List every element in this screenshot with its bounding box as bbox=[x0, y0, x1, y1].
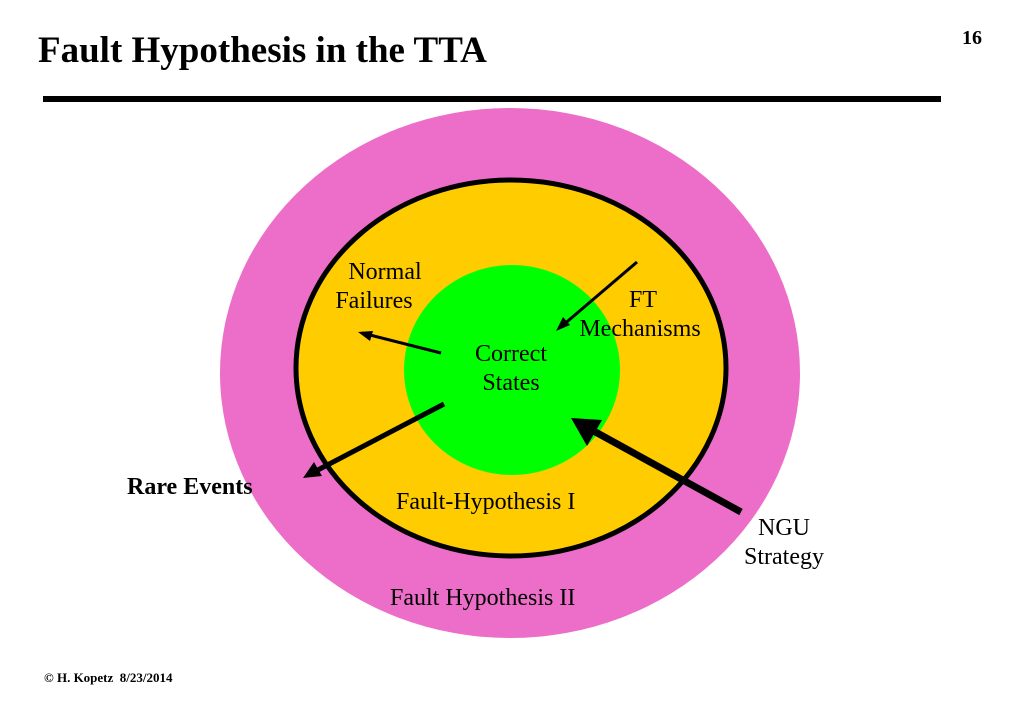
ngu-strategy-arrowhead bbox=[571, 418, 602, 446]
correct-states-line-1: Correct bbox=[475, 341, 547, 367]
page-number: 16 bbox=[962, 27, 982, 49]
normal-failures-line-2: Failures bbox=[335, 288, 413, 315]
ft-mechanisms-arrowhead bbox=[556, 317, 570, 331]
ngu-strategy-arrow bbox=[588, 425, 743, 516]
footer-copyright: © H. Kopetz 8/23/2014 bbox=[44, 670, 173, 685]
fault-hypothesis-1-label: Fault-Hypothesis I bbox=[396, 489, 576, 515]
normal-failures-label: Normal Failures bbox=[318, 258, 430, 317]
normal-failures-arrow bbox=[361, 331, 442, 355]
ft-mechanisms-label: FT Mechanisms bbox=[559, 286, 721, 345]
rare-events-arrowhead bbox=[303, 462, 322, 478]
ft-mechanisms-arrow bbox=[561, 260, 638, 328]
ft-mechanisms-line-2: Mechanisms bbox=[579, 316, 701, 343]
ngu-strategy-line-1: NGU bbox=[758, 515, 810, 541]
ngu-strategy-line-2: Strategy bbox=[744, 544, 824, 571]
slide-title: Fault Hypothesis in the TTA bbox=[38, 30, 487, 71]
correct-states-line-2: States bbox=[482, 370, 540, 397]
ngu-strategy-label: NGU Strategy bbox=[724, 514, 844, 573]
rare-events-label: Rare Events bbox=[127, 474, 253, 500]
rare-events-arrow bbox=[312, 401, 446, 475]
correct-states-region bbox=[404, 265, 620, 475]
ft-mechanisms-line-1: FT bbox=[628, 287, 657, 313]
correct-states-label: Correct States bbox=[452, 340, 570, 399]
fault-hypothesis-2-label: Fault Hypothesis II bbox=[390, 585, 576, 611]
title-divider bbox=[43, 96, 941, 102]
normal-failures-line-1: Normal bbox=[348, 259, 422, 285]
normal-failures-arrowhead bbox=[358, 331, 373, 341]
